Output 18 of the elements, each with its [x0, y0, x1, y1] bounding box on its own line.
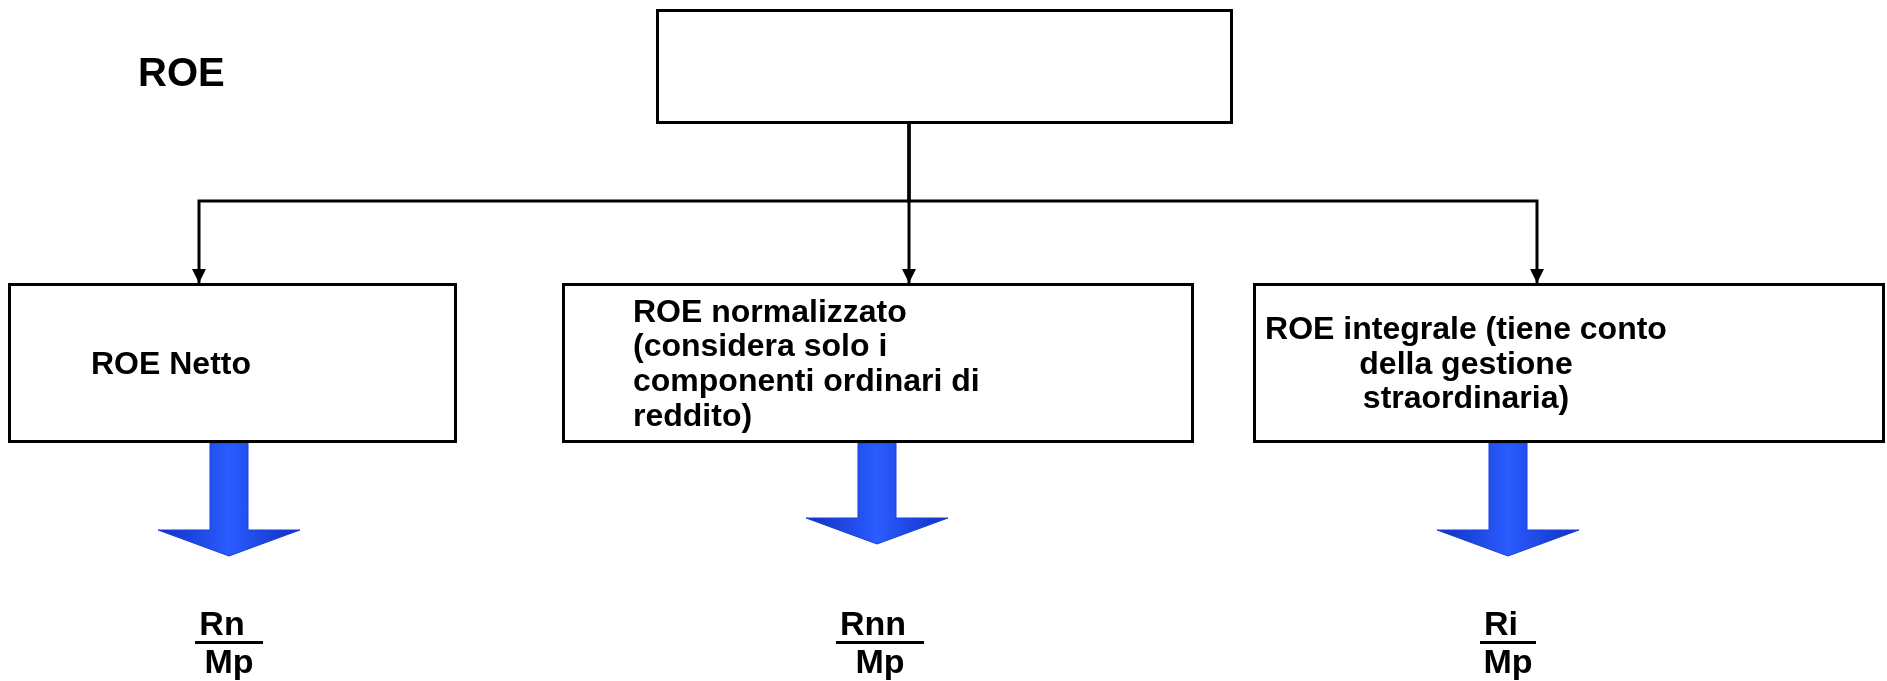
denominator: Mp: [204, 644, 254, 680]
empty-box: [656, 9, 1233, 124]
numerator: Rnn: [835, 605, 925, 645]
title-label: ROE: [138, 50, 225, 95]
block-arrow: [1436, 442, 1580, 557]
process-box: [8, 283, 457, 443]
process-box: [1253, 283, 1885, 443]
connector-arrow: [907, 124, 1544, 283]
block-arrow: [157, 442, 301, 557]
block-arrow: [805, 442, 949, 545]
numerator: Ri: [1480, 605, 1536, 645]
box-text: ROE Netto: [91, 345, 252, 381]
denominator: Mp: [1483, 644, 1533, 680]
denominator: Mp: [855, 644, 905, 680]
box-text: ROE normalizzato (considera solo i componenti ordinari di reddito): [633, 293, 981, 433]
numerator: Rn: [195, 605, 263, 645]
box-text: ROE integrale (tiene conto della gestione straordinaria): [1264, 311, 1668, 415]
process-box: [562, 283, 1194, 443]
